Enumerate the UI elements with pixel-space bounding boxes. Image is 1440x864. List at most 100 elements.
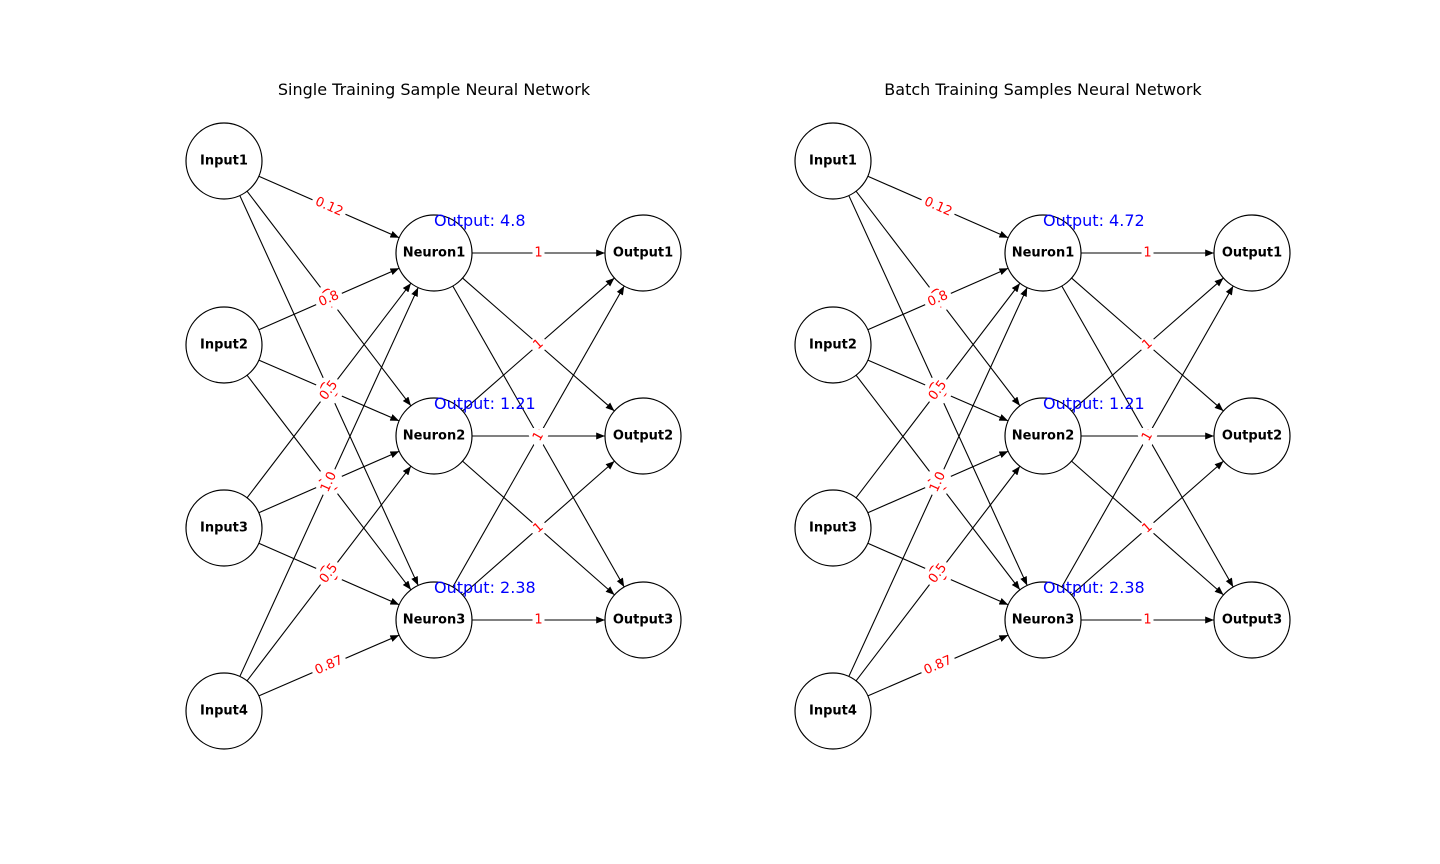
weight-value: 0.87 [313, 653, 346, 678]
weight-label: 1 [1137, 334, 1158, 355]
weight-label-background [1141, 245, 1154, 261]
node-circle [794, 489, 872, 567]
weight-label-background [309, 651, 349, 680]
weight-label: 1 [1141, 612, 1154, 628]
node-circle [1213, 581, 1291, 659]
weight-label-background [532, 245, 545, 261]
node-input-2: Input2 [794, 306, 872, 384]
weight-label: 1 [532, 245, 545, 261]
panel-title: Single Training Sample Neural Network [278, 80, 591, 99]
weight-label-background [924, 465, 952, 499]
weight-label-background [309, 192, 349, 222]
node-output-1: Output1 [1213, 214, 1291, 292]
node-label: Input2 [809, 338, 857, 353]
single-sample-network-panel: Single Training Sample Neural Network 0.… [185, 80, 682, 750]
node-circle [604, 581, 682, 659]
node-hidden-3: Neuron3 [1004, 581, 1082, 659]
weight-label: 1.0 [315, 465, 343, 499]
weight-label-background [921, 286, 955, 312]
edge-labels-layer: 0.120.20.50.80.51.00.51.00.51.00.50.8711… [918, 192, 1158, 680]
weight-label-background [528, 334, 549, 355]
node-hidden-2: Neuron2 [1004, 397, 1082, 475]
weight-label: 1 [1137, 518, 1158, 538]
neuron-output-annotation: Output: 4.8 [434, 211, 526, 230]
node-hidden-3: Neuron3 [395, 581, 473, 659]
weight-label: 1 [1137, 427, 1158, 446]
weight-label: 1 [528, 518, 549, 538]
weight-label-background [532, 612, 545, 628]
node-hidden-1: Neuron1 [1004, 214, 1082, 292]
weight-label-background [528, 427, 549, 446]
node-circle [1213, 397, 1291, 475]
node-output-2: Output2 [1213, 397, 1291, 475]
weight-value: 0.12 [313, 194, 346, 219]
panel-title: Batch Training Samples Neural Network [884, 80, 1202, 99]
node-label: Input3 [200, 521, 248, 536]
node-label: Input2 [200, 338, 248, 353]
node-label: Output2 [613, 429, 673, 444]
node-label: Input3 [809, 521, 857, 536]
node-circle [395, 581, 473, 659]
node-input-2: Input2 [185, 306, 263, 384]
weight-label: 0.87 [918, 651, 958, 680]
node-input-1: Input1 [185, 122, 263, 200]
weight-label: 0.12 [918, 192, 958, 222]
node-circle [1004, 214, 1082, 292]
node-input-3: Input3 [794, 489, 872, 567]
weight-label-background [312, 286, 346, 312]
node-circle [604, 214, 682, 292]
neuron-output-annotation: Output: 1.21 [434, 394, 536, 413]
node-circle [395, 214, 473, 292]
weight-label: 1 [532, 612, 545, 628]
neuron-output-annotation: Output: 2.38 [1043, 578, 1145, 597]
weight-value: 1 [534, 613, 542, 628]
node-circle [604, 397, 682, 475]
node-input-4: Input4 [794, 672, 872, 750]
node-input-1: Input1 [794, 122, 872, 200]
node-output-3: Output3 [604, 581, 682, 659]
node-label: Output2 [1222, 429, 1282, 444]
node-input-4: Input4 [185, 672, 263, 750]
node-label: Input4 [809, 704, 857, 719]
node-label: Output1 [1222, 246, 1282, 261]
weight-label: 1 [528, 334, 549, 355]
weight-label: 0.12 [309, 192, 349, 222]
weight-label-background [1141, 612, 1154, 628]
weight-value: 0.87 [922, 653, 955, 678]
node-circle [395, 397, 473, 475]
weight-label-background [918, 651, 958, 680]
node-circle [794, 122, 872, 200]
node-label: Input1 [809, 154, 857, 169]
node-circle [185, 122, 263, 200]
node-label: Neuron2 [1012, 429, 1075, 444]
node-hidden-2: Neuron2 [395, 397, 473, 475]
weight-label: 0.87 [309, 651, 349, 680]
weight-label: 1 [1141, 245, 1154, 261]
weight-label-background [1137, 334, 1158, 355]
weight-label-background [1137, 518, 1158, 538]
node-output-2: Output2 [604, 397, 682, 475]
weight-value: 1 [1143, 613, 1151, 628]
node-label: Input4 [200, 704, 248, 719]
weight-label-background [314, 557, 344, 590]
node-circle [1004, 581, 1082, 659]
weight-value: 1 [534, 246, 542, 261]
weight-label: 0.8 [312, 286, 346, 312]
node-label: Output3 [613, 613, 673, 628]
node-circle [794, 672, 872, 750]
neuron-output-annotation: Output: 4.72 [1043, 211, 1145, 230]
node-label: Neuron2 [403, 429, 466, 444]
node-label: Neuron1 [403, 246, 466, 261]
node-circle [1213, 214, 1291, 292]
node-hidden-1: Neuron1 [395, 214, 473, 292]
node-circle [185, 489, 263, 567]
weight-label: 1.0 [924, 465, 952, 499]
node-input-3: Input3 [185, 489, 263, 567]
weight-label-background [315, 465, 343, 499]
weight-label-background [528, 518, 549, 538]
node-circle [185, 672, 263, 750]
